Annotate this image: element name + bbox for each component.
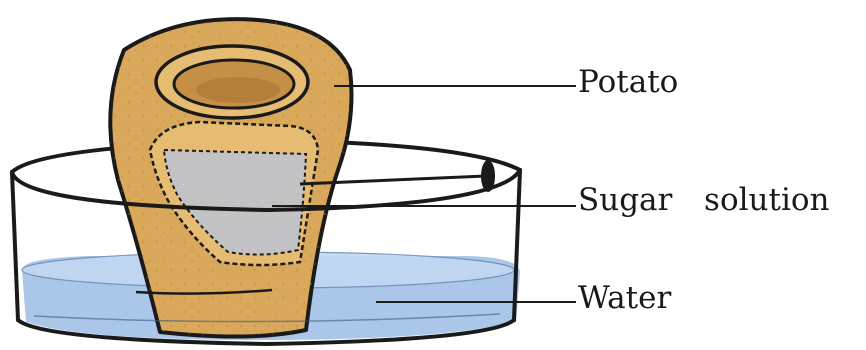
pin-shaft: [299, 174, 487, 186]
dish-right-wall: [512, 168, 522, 322]
dish-bottom: [16, 318, 516, 347]
sugar-solution-texture: [164, 150, 306, 255]
water-line-on-potato: [135, 288, 273, 295]
label-water: Water: [578, 280, 672, 316]
potato-hole-shadow: [196, 77, 280, 103]
dish-inner-base: [33, 313, 501, 323]
dish-left-wall: [10, 170, 20, 322]
dish-front-rim: [10, 168, 522, 213]
label-sugar-solution: Sugar solution: [578, 182, 830, 218]
label-potato: Potato: [578, 64, 679, 100]
pin-head: [481, 160, 495, 192]
